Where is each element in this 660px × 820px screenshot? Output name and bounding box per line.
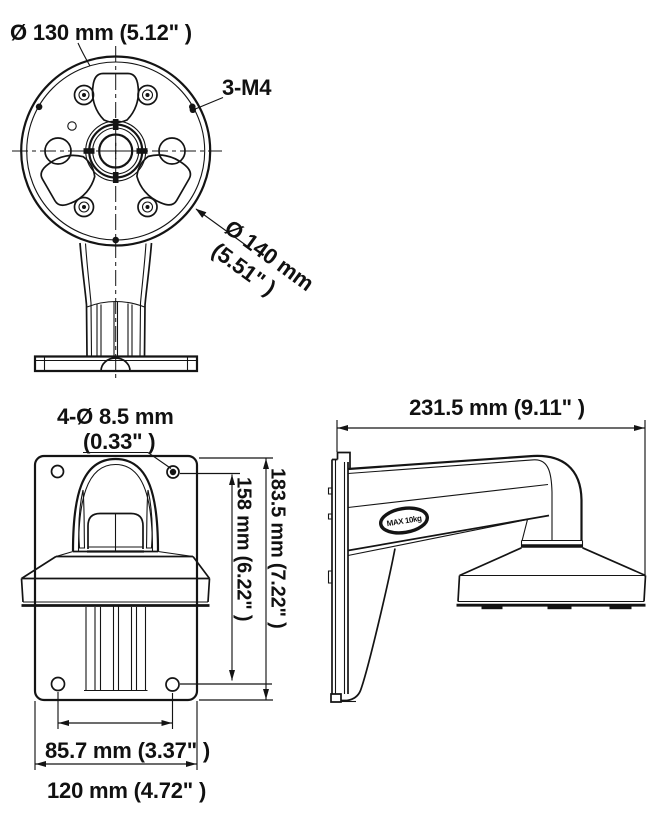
side-hole	[44, 137, 72, 165]
base-plate	[33, 355, 199, 373]
dim-158: 158 mm (6.22" )	[180, 472, 272, 685]
dim-231-text: 231.5 mm (9.11" )	[409, 395, 585, 420]
plate-hole-bottom-left	[50, 676, 66, 692]
holes-leader	[83, 451, 172, 469]
dim-183-text: 183.5 mm (7.22" )	[267, 468, 289, 629]
max-load-badge: MAX 10kg	[379, 506, 429, 535]
m4-hole-dot	[112, 236, 119, 244]
m4-hole-dot	[35, 103, 43, 111]
dim-85: 85.7 mm (3.37" )	[45, 692, 210, 763]
dia140-arrowhead	[195, 208, 207, 218]
max-load-badge-text: MAX 10kg	[386, 514, 423, 528]
dim-158-text: 158 mm (6.22" )	[233, 477, 255, 621]
thread-leader-dot	[189, 106, 196, 114]
front-view: 4-Ø 8.5 mm (0.33" ) 158 mm (6.22" ) 183.…	[20, 404, 289, 803]
plate-hole-top-left	[50, 464, 65, 479]
arm-neck	[79, 242, 153, 357]
gusset	[341, 548, 396, 702]
dim-85-text: 85.7 mm (3.37" )	[45, 738, 210, 763]
washer-screws	[73, 84, 158, 218]
rib-fins	[84, 606, 148, 692]
dim-231: 231.5 mm (9.11" )	[336, 395, 646, 577]
pilot-hole	[67, 121, 77, 131]
center-hub	[83, 119, 148, 183]
plate-hole-top-right	[166, 465, 180, 479]
dia140-leader	[195, 208, 248, 247]
dome-outline	[71, 457, 160, 552]
dia130-label: Ø 130 mm (5.12" )	[10, 20, 192, 45]
camera-cap-side	[456, 539, 647, 610]
wall-plate	[327, 451, 356, 703]
side-hole	[158, 137, 186, 165]
dim-183: 183.5 mm (7.22" )	[199, 457, 289, 701]
side-view: 231.5 mm (9.11" ) MAX 10kg	[327, 395, 647, 703]
thread-label: 3-M4	[222, 75, 272, 100]
clamp-sliver-right	[145, 489, 153, 549]
holes-label-line2: (0.33" )	[83, 429, 155, 454]
plate-hole-bottom-right	[165, 677, 180, 692]
thread-leader	[193, 96, 224, 111]
slot-cutout	[91, 72, 140, 124]
skirt-ring	[20, 550, 211, 607]
top-view: Ø 130 mm (5.12" ) 3-M4 Ø 140 mm (5.51" )	[10, 20, 319, 382]
dia140-label: Ø 140 mm (5.51" )	[207, 215, 318, 301]
dome-inner-line	[77, 463, 154, 552]
arm	[341, 454, 583, 702]
dim-120: 120 mm (4.72" )	[34, 701, 206, 803]
dia130-leader	[77, 42, 91, 67]
plate-hole-top-right-fill	[169, 468, 177, 476]
dim-120-text: 120 mm (4.72" )	[47, 778, 206, 803]
clamp-sliver-left	[78, 489, 86, 549]
holes-label-line1: 4-Ø 8.5 mm	[57, 404, 174, 429]
outer-circle-140	[20, 55, 212, 247]
